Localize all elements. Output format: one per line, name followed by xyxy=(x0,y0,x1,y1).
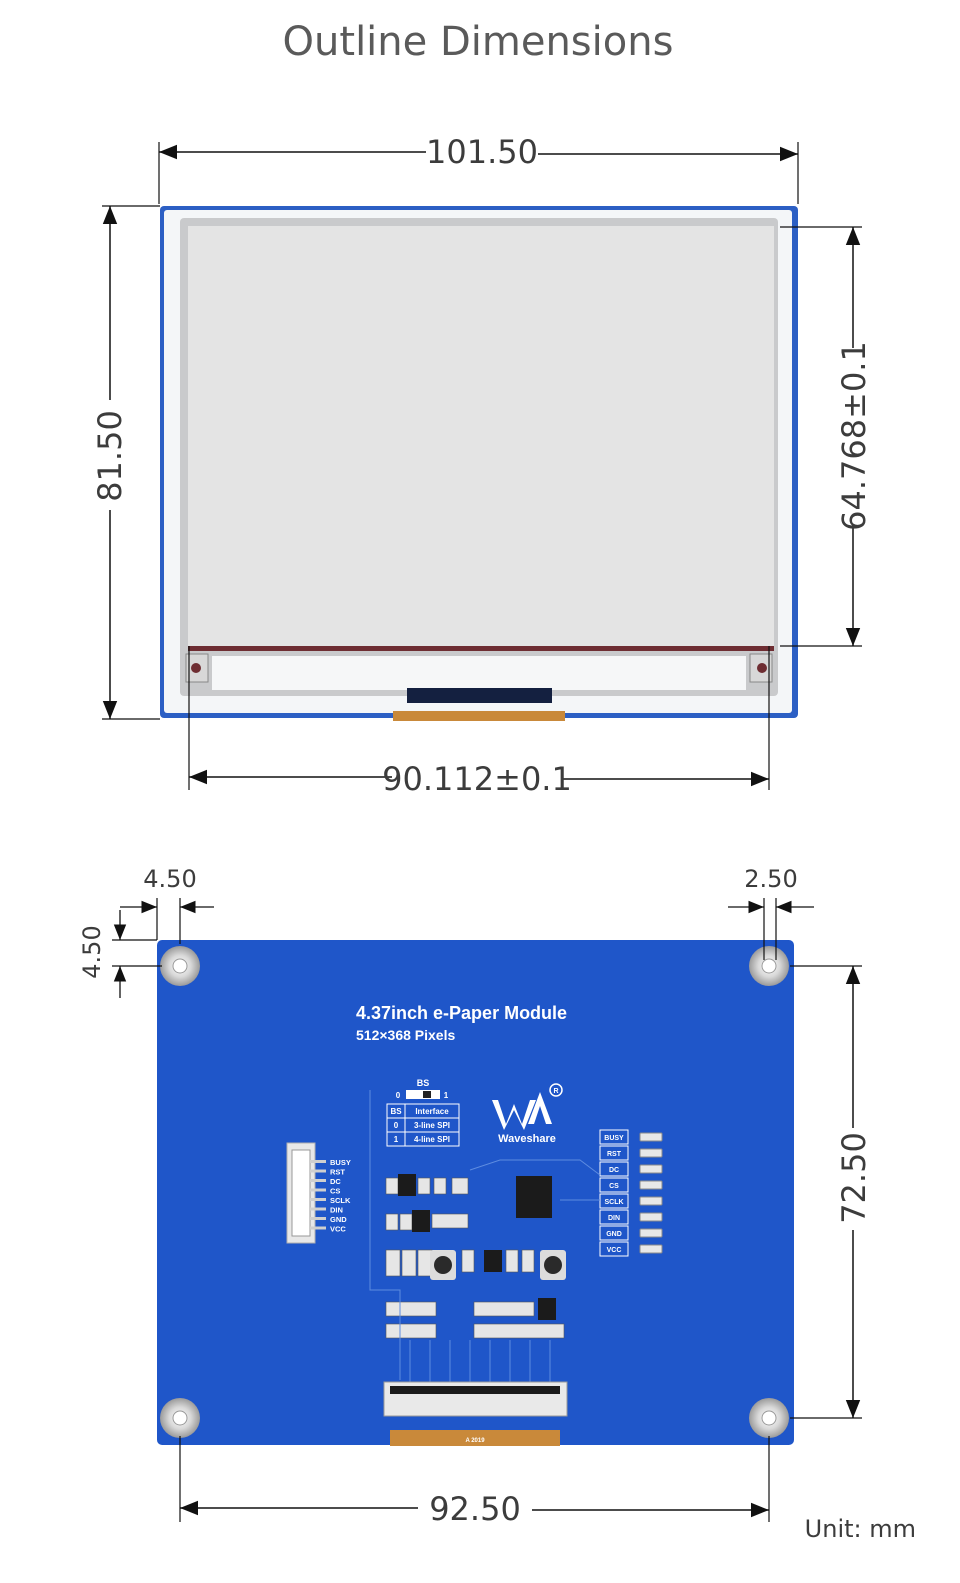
bs-switch-one: 1 xyxy=(444,1091,449,1100)
bs-switch-knob xyxy=(423,1091,431,1098)
mounting-hole-bl xyxy=(160,1398,200,1438)
side-connector-pin-label: DIN xyxy=(330,1206,343,1215)
mounting-hole-tr xyxy=(749,946,789,986)
page-title: Outline Dimensions xyxy=(283,19,674,65)
back-pcb xyxy=(157,940,794,1445)
pin-header-label: VCC xyxy=(607,1247,622,1254)
front-view: 101.50 81.50 64.768±0.1 90.112±0.1 xyxy=(91,133,873,798)
mounting-hole-br xyxy=(749,1398,789,1438)
pin-header-pin xyxy=(639,1180,663,1190)
side-connector-pin xyxy=(310,1226,326,1230)
unit-note: Unit: mm xyxy=(805,1515,916,1543)
bs-table-cell: 4-line SPI xyxy=(414,1135,450,1144)
pin-header-label: BUSY xyxy=(604,1135,624,1142)
pin-header-labels: BUSY RST DC CS SCLK DIN GND VCC xyxy=(599,1129,663,1257)
side-connector-pin-label: RST xyxy=(330,1168,345,1177)
side-connector-pin-label: GND xyxy=(330,1215,347,1224)
pin-header-label: RST xyxy=(607,1151,622,1158)
pin-header-label-box xyxy=(599,1241,629,1257)
front-corner-dot-left xyxy=(191,663,201,673)
hole-diameter-label: 2.50 xyxy=(744,865,797,893)
pin-header-label: SCLK xyxy=(604,1199,623,1206)
fpc-cable xyxy=(390,1430,560,1446)
fpc-connector-latch xyxy=(390,1386,560,1394)
side-connector xyxy=(286,1142,326,1244)
hole-span-y-label: 72.50 xyxy=(835,1132,873,1224)
hole-span-x-label: 92.50 xyxy=(429,1490,521,1528)
side-connector-pin xyxy=(310,1207,326,1211)
side-connector-pin-label: BUSY xyxy=(330,1158,351,1167)
bs-table-header-bs: BS xyxy=(390,1107,402,1116)
waveshare-logo: R Waveshare xyxy=(492,1083,563,1145)
front-fpc xyxy=(393,711,565,721)
hole-offset-y-label: 4.50 xyxy=(78,925,106,978)
side-connector-pin-label: CS xyxy=(330,1187,340,1196)
ic-chips xyxy=(398,1174,556,1320)
back-view: 4.37inch e-Paper Module 512×368 Pixels B… xyxy=(78,865,873,1528)
pin-header-label-box xyxy=(599,1209,629,1225)
pin-header-label-box xyxy=(599,1193,629,1209)
front-driver-ic xyxy=(407,688,552,703)
pin-header-pin xyxy=(639,1132,663,1142)
front-display-edge xyxy=(188,646,774,651)
fpc-marking: A 2019 xyxy=(465,1438,485,1444)
side-connector-pin xyxy=(310,1169,326,1173)
bs-table-cell: 0 xyxy=(394,1121,399,1130)
pin-header-pin xyxy=(639,1196,663,1206)
pin-header-label: CS xyxy=(609,1183,619,1190)
side-connector-pin-label: VCC xyxy=(330,1225,346,1234)
front-display-area xyxy=(188,226,774,646)
front-height-label: 81.50 xyxy=(91,410,129,502)
side-connector-pin xyxy=(310,1179,326,1182)
pin-header-label-box xyxy=(599,1161,629,1177)
side-connector-pin xyxy=(310,1217,326,1220)
waveshare-brand-text: Waveshare xyxy=(498,1133,556,1145)
inductors xyxy=(430,1250,566,1280)
pin-header-label-box xyxy=(599,1225,629,1241)
pin-header-label: GND xyxy=(606,1231,622,1238)
svg-text:R: R xyxy=(553,1088,558,1095)
pin-header-pin xyxy=(639,1148,663,1158)
side-connector-pin-label: SCLK xyxy=(330,1196,351,1205)
front-bottom-strip xyxy=(212,656,746,690)
bs-table-cell: 3-line SPI xyxy=(414,1121,450,1130)
side-connector-pin xyxy=(310,1188,326,1192)
bs-table-header-interface: Interface xyxy=(415,1107,449,1116)
active-width-label: 90.112±0.1 xyxy=(382,760,572,798)
pin-header-label-box xyxy=(599,1145,629,1161)
side-connector-pin xyxy=(310,1198,326,1201)
bs-switch-zero: 0 xyxy=(396,1091,401,1100)
module-resolution: 512×368 Pixels xyxy=(356,1027,455,1043)
hole-offset-x-label: 4.50 xyxy=(143,865,196,893)
side-connector-pin-label: DC xyxy=(330,1177,341,1186)
mounting-hole-tl xyxy=(160,946,200,986)
pin-header-pin xyxy=(639,1244,663,1254)
front-width-label: 101.50 xyxy=(426,133,538,171)
module-name: 4.37inch e-Paper Module xyxy=(356,1003,567,1023)
bs-table-cell: 1 xyxy=(394,1135,399,1144)
pin-header-label-box xyxy=(599,1129,629,1145)
bs-switch-label: BS xyxy=(417,1078,430,1088)
active-height-label: 64.768±0.1 xyxy=(835,341,873,531)
pin-header-pin xyxy=(639,1212,663,1222)
bs-interface-table: BS Interface 0 3-line SPI 1 4-line SPI xyxy=(386,1103,460,1147)
front-corner-dot-right xyxy=(757,663,767,673)
side-connector-pin xyxy=(310,1160,326,1163)
pin-header-pin xyxy=(639,1164,663,1174)
pin-header-label: DIN xyxy=(608,1215,620,1222)
pin-header-label-box xyxy=(599,1177,629,1193)
pin-header-label: DC xyxy=(609,1167,619,1174)
smd-components xyxy=(385,1177,565,1339)
pin-header-pin xyxy=(639,1228,663,1238)
